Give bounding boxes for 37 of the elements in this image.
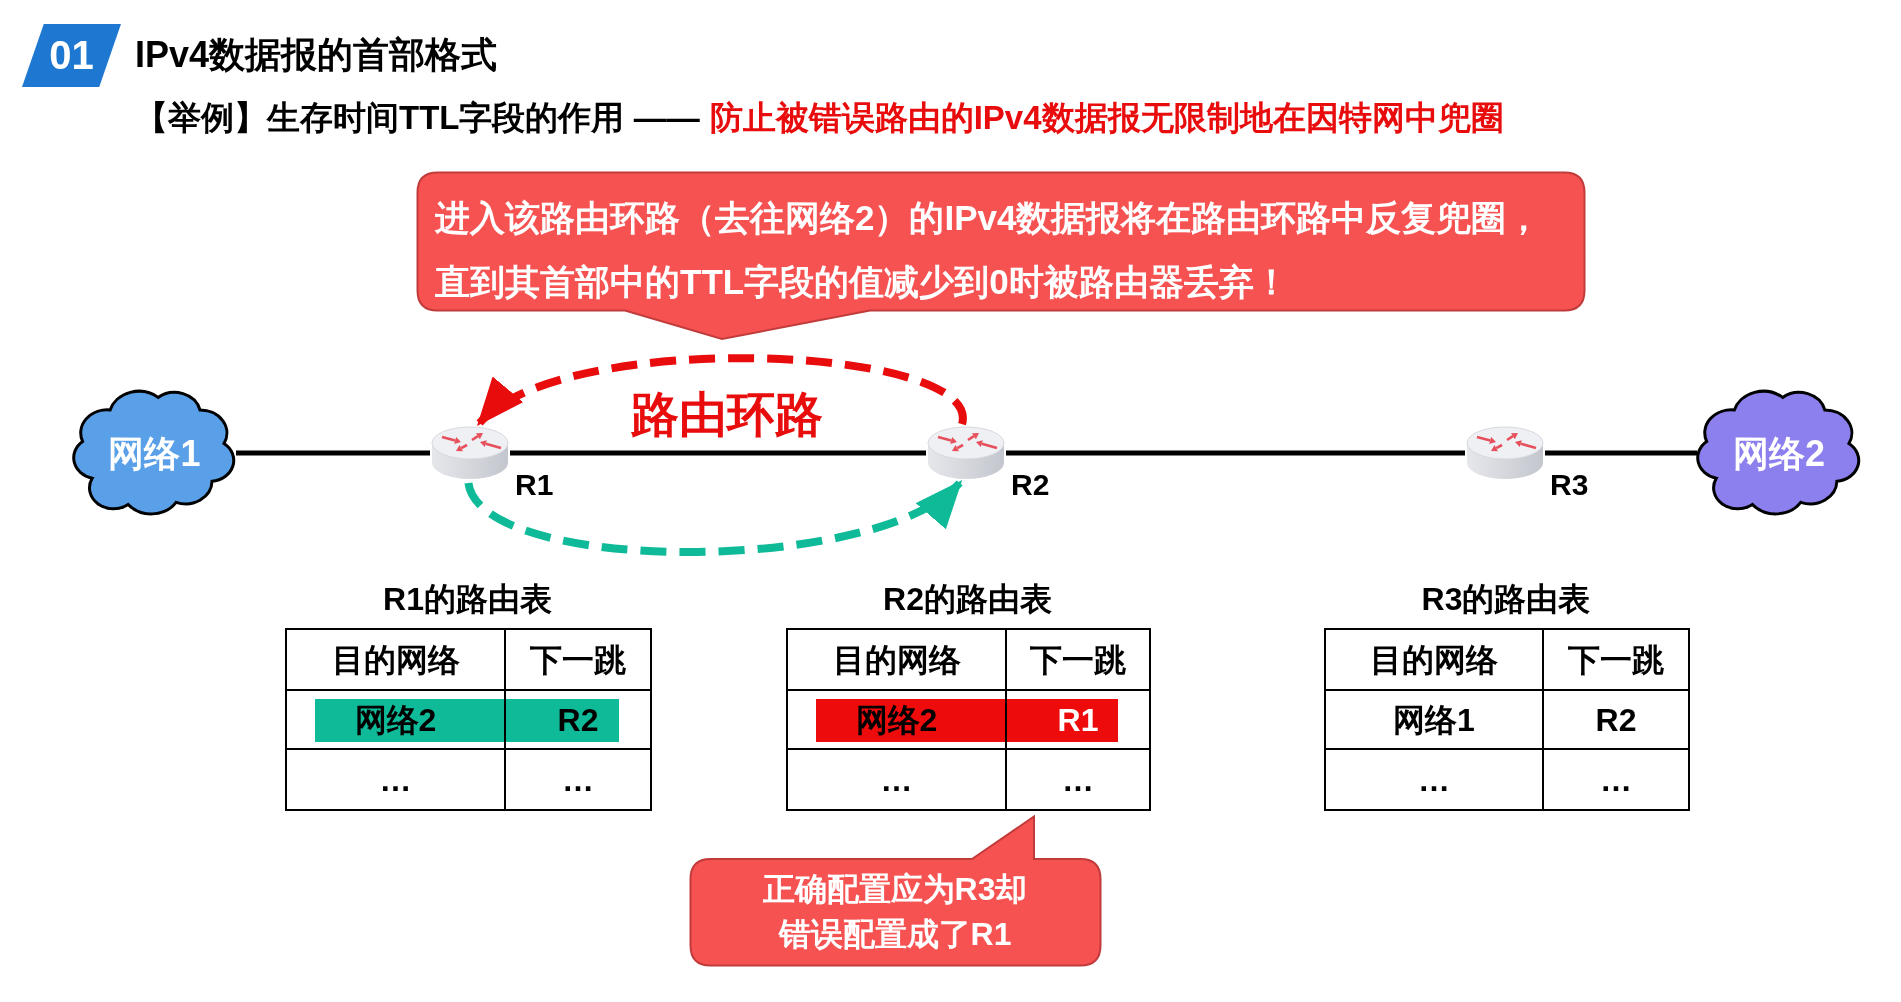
table-cell: … bbox=[787, 749, 1006, 810]
table-cell: … bbox=[286, 749, 505, 810]
callout-bubble: 正确配置应为R3却错误配置成了R1 bbox=[689, 815, 1102, 967]
subtitle: 【举例】生存时间TTL字段的作用 —— bbox=[135, 98, 700, 138]
router-label: R3 bbox=[1550, 468, 1589, 502]
table-title: R3的路由表 bbox=[1421, 580, 1591, 618]
table-cell: … bbox=[505, 749, 651, 810]
table-title: R1的路由表 bbox=[383, 580, 552, 618]
table-cell: … bbox=[1006, 749, 1150, 810]
header-cell: 目的网络 bbox=[286, 629, 505, 690]
dashed-arrow bbox=[476, 354, 966, 427]
highlighted-cell: R2 bbox=[505, 690, 651, 749]
table-title: R2的路由表 bbox=[883, 580, 1052, 618]
highlighted-cell: 网络2 bbox=[787, 690, 1006, 749]
cloud: 网络2 bbox=[1697, 389, 1861, 517]
table-cell: R2 bbox=[1543, 690, 1689, 749]
connection-line bbox=[1545, 450, 1697, 456]
connection-line bbox=[1006, 450, 1465, 456]
highlighted-cell: 网络2 bbox=[286, 690, 505, 749]
table-cell: 网络1 bbox=[1325, 690, 1543, 749]
loop-label: 路由环路 bbox=[631, 386, 823, 442]
table-cell: … bbox=[1543, 749, 1689, 810]
router-label: R1 bbox=[515, 468, 554, 502]
header-cell: 目的网络 bbox=[1325, 629, 1543, 690]
highlighted-cell: R1 bbox=[1006, 690, 1150, 749]
connection-line bbox=[510, 450, 926, 456]
highlighted-subtitle: 防止被错误路由的IPv4数据报无限制地在因特网中兜圈 bbox=[709, 98, 1504, 138]
cloud: 网络1 bbox=[73, 389, 236, 517]
table-cell: … bbox=[1325, 749, 1543, 810]
callout-bubble: 进入该路由环路（去往网络2）的IPv4数据报将在路由环路中反复兜圈，直到其首部中的TTL字段的值减少到0时被路由器丢弃！ bbox=[416, 171, 1586, 341]
title: IPv4数据报的首部格式 bbox=[135, 33, 498, 77]
header-cell: 目的网络 bbox=[787, 629, 1006, 690]
connection-line bbox=[236, 450, 430, 456]
dashed-arrow bbox=[464, 479, 963, 556]
router-label: R2 bbox=[1011, 468, 1050, 502]
header-cell: 下一跳 bbox=[1543, 629, 1689, 690]
number-badge: 01 bbox=[22, 24, 121, 87]
